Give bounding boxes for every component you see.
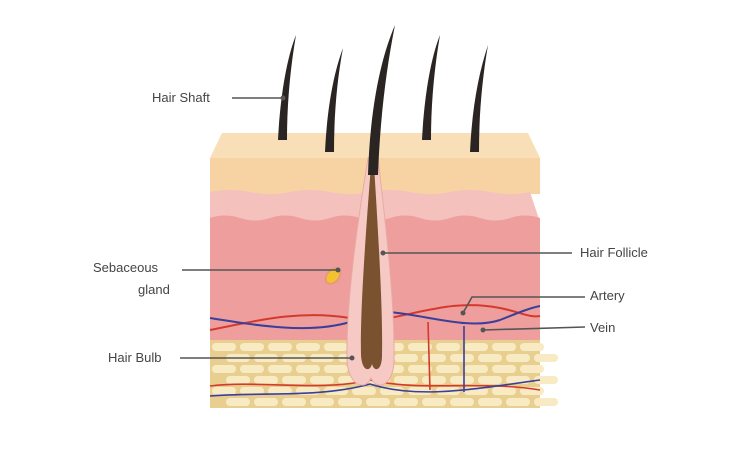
label-hair-shaft: Hair Shaft bbox=[152, 90, 210, 105]
fat-cell bbox=[324, 343, 348, 351]
fat-cell bbox=[296, 343, 320, 351]
fat-cell bbox=[268, 387, 292, 395]
fat-cell bbox=[394, 376, 418, 384]
hair-shaft bbox=[470, 45, 488, 152]
hair-shaft bbox=[368, 25, 395, 175]
fat-cell bbox=[436, 343, 460, 351]
fat-cell bbox=[534, 398, 558, 406]
fat-cell bbox=[492, 343, 516, 351]
fat-cell bbox=[268, 343, 292, 351]
hair-shaft bbox=[325, 48, 343, 152]
label-vein: Vein bbox=[590, 320, 616, 335]
fat-cell bbox=[422, 398, 446, 406]
fat-cell bbox=[394, 398, 418, 406]
fat-cell bbox=[226, 398, 250, 406]
fat-cell bbox=[296, 365, 320, 373]
fat-cell bbox=[506, 354, 530, 362]
hair-shaft bbox=[422, 35, 440, 140]
vein-branch bbox=[209, 326, 541, 397]
fat-cell bbox=[506, 398, 530, 406]
label-sebaceous-line1: Sebaceous bbox=[93, 260, 159, 275]
fat-cell bbox=[450, 354, 474, 362]
fat-cell bbox=[212, 387, 236, 395]
fat-cell bbox=[212, 365, 236, 373]
fat-cell bbox=[450, 398, 474, 406]
fat-cell bbox=[310, 376, 334, 384]
fat-cell bbox=[422, 354, 446, 362]
fat-cell bbox=[254, 376, 278, 384]
fat-cell bbox=[254, 398, 278, 406]
fat-cell bbox=[338, 398, 362, 406]
artery-vessel bbox=[209, 304, 541, 331]
label-hair-follicle: Hair Follicle bbox=[580, 245, 648, 260]
fat-cell bbox=[408, 343, 432, 351]
fat-cell bbox=[366, 398, 390, 406]
fat-cell bbox=[352, 387, 376, 395]
fat-cell bbox=[324, 365, 348, 373]
fat-cell bbox=[492, 365, 516, 373]
vein-vessel bbox=[209, 305, 541, 330]
fat-cell bbox=[436, 365, 460, 373]
fat-cell bbox=[464, 343, 488, 351]
leader-lines bbox=[180, 97, 586, 359]
fat-cell bbox=[464, 365, 488, 373]
label-hair-bulb: Hair Bulb bbox=[108, 350, 162, 365]
hair-root bbox=[360, 165, 383, 370]
hair-shaft bbox=[278, 35, 296, 140]
fat-cell bbox=[282, 376, 306, 384]
fat-cell bbox=[240, 343, 264, 351]
fat-cell bbox=[408, 365, 432, 373]
fat-cell bbox=[534, 376, 558, 384]
fat-cell bbox=[226, 376, 250, 384]
fat-cell bbox=[212, 343, 236, 351]
label-sebaceous-line2: gland bbox=[138, 282, 170, 297]
fat-cell bbox=[268, 365, 292, 373]
hair-shafts bbox=[278, 25, 488, 175]
label-artery: Artery bbox=[590, 288, 625, 303]
fat-cell bbox=[492, 387, 516, 395]
fat-cell bbox=[310, 398, 334, 406]
fat-cell bbox=[422, 376, 446, 384]
fat-cell bbox=[282, 398, 306, 406]
fat-cell bbox=[478, 398, 502, 406]
fat-cell bbox=[450, 376, 474, 384]
fat-cell bbox=[478, 354, 502, 362]
fat-cell bbox=[380, 387, 404, 395]
fat-cell bbox=[478, 376, 502, 384]
vein-leader bbox=[482, 326, 586, 331]
artery-leader bbox=[462, 296, 585, 314]
leader-dots bbox=[280, 95, 486, 361]
fat-cell bbox=[534, 354, 558, 362]
fat-cell bbox=[394, 354, 418, 362]
fat-cell bbox=[240, 365, 264, 373]
fat-cell bbox=[240, 387, 264, 395]
fat-cell bbox=[520, 365, 544, 373]
fat-cell bbox=[520, 343, 544, 351]
